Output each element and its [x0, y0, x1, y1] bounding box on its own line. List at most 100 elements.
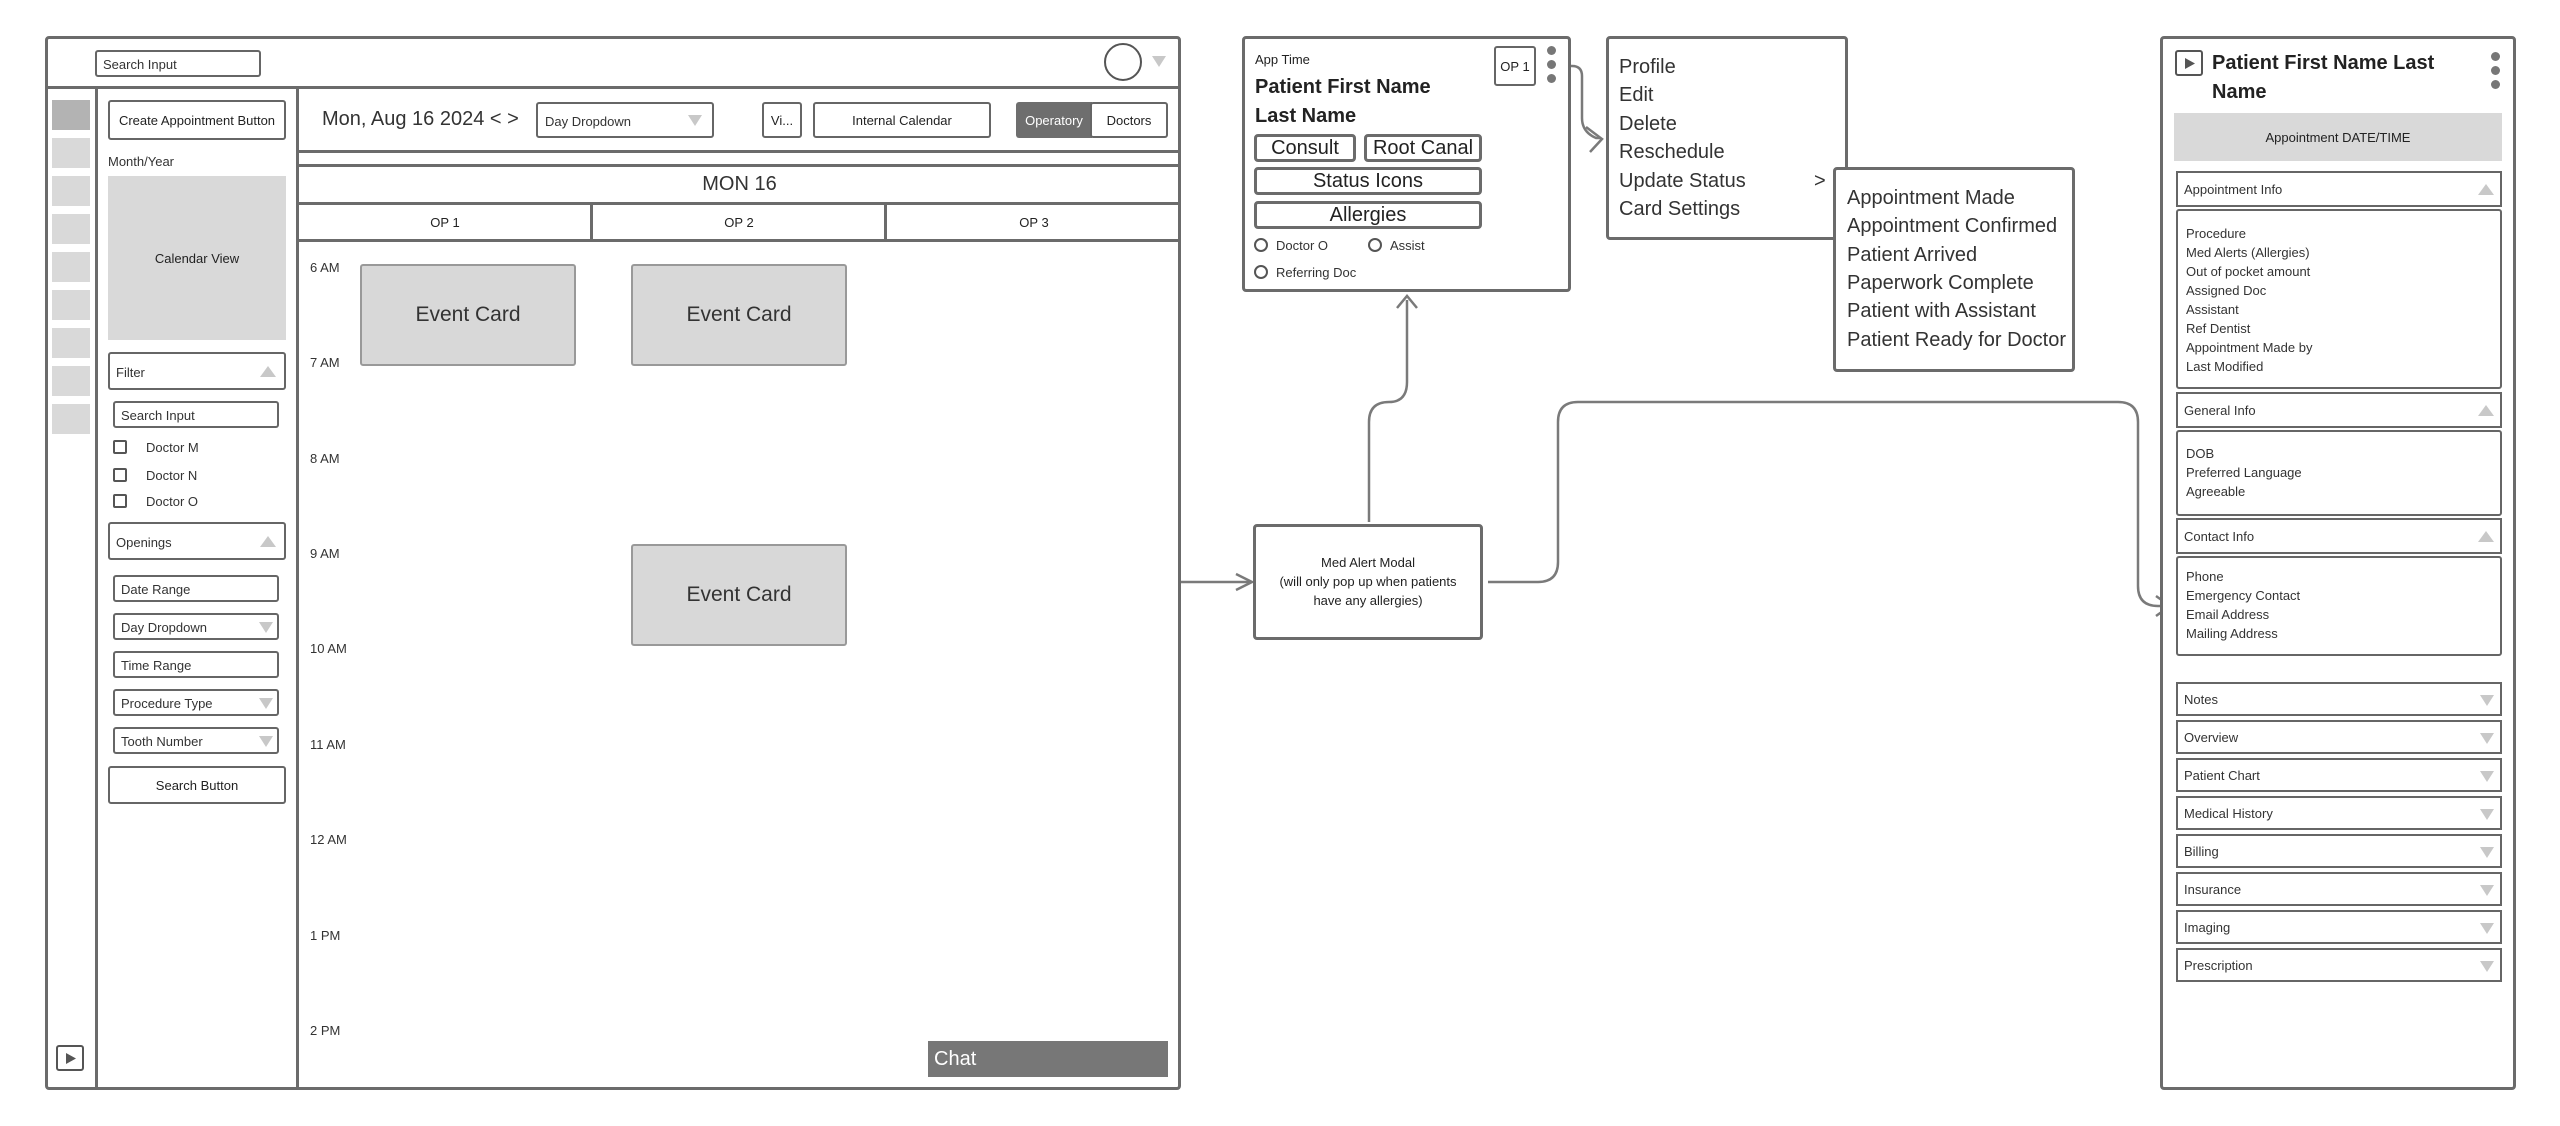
filter-search-placeholder: Search Input	[121, 408, 195, 423]
top-search-input[interactable]: Search Input	[95, 50, 261, 77]
search-button[interactable]: Search Button	[108, 766, 286, 804]
op-divider	[590, 205, 593, 239]
top-search-placeholder: Search Input	[103, 57, 177, 72]
nav-item[interactable]	[52, 328, 90, 358]
doctor-m-checkbox[interactable]	[113, 440, 127, 454]
appointment-datetime-label: Appointment DATE/TIME	[2265, 129, 2411, 145]
chevron-down-icon	[2480, 733, 2494, 744]
procedure-type-dropdown[interactable]: Procedure Type	[113, 689, 279, 716]
internal-calendar-button[interactable]: Internal Calendar	[813, 102, 991, 138]
event-card-label: Event Card	[686, 583, 792, 606]
collapse-panel-button[interactable]	[2175, 50, 2203, 76]
avatar[interactable]	[1104, 43, 1142, 81]
status-paperwork-complete[interactable]: Paperwork Complete	[1847, 272, 2034, 294]
event-card[interactable]: Event Card	[631, 544, 847, 646]
nav-item[interactable]	[52, 404, 90, 434]
filter-search-input[interactable]: Search Input	[113, 401, 279, 428]
menu-item-reschedule[interactable]: Reschedule	[1619, 141, 1725, 163]
op-badge-label: OP 1	[1500, 58, 1530, 74]
calendar-view[interactable]: Calendar View	[108, 176, 286, 340]
hour-label: 10 AM	[310, 641, 347, 656]
procedure-type-label: Procedure Type	[121, 696, 213, 711]
date-range-input[interactable]: Date Range	[113, 575, 279, 602]
accordion-patient-chart[interactable]: Patient Chart	[2176, 758, 2502, 792]
view-button[interactable]: Vi...	[762, 102, 802, 138]
chevron-down-icon	[259, 622, 273, 633]
kebab-menu-icon[interactable]	[2489, 50, 2503, 92]
procedure-tag-consult: Consult	[1254, 134, 1356, 162]
time-range-input[interactable]: Time Range	[113, 651, 279, 678]
hour-label: 12 AM	[310, 832, 347, 847]
accordion-label: Medical History	[2184, 806, 2273, 821]
event-card[interactable]: Event Card	[360, 264, 576, 366]
doctor-o-radio[interactable]	[1254, 238, 1268, 252]
status-appointment-confirmed[interactable]: Appointment Confirmed	[1847, 215, 2058, 237]
op2-header: OP 2	[724, 214, 754, 230]
accordion-overview[interactable]: Overview	[2176, 720, 2502, 754]
openings-header[interactable]: Openings	[108, 522, 286, 560]
accordion-appointment-info[interactable]: Appointment Info	[2176, 171, 2502, 207]
nav-item[interactable]	[52, 214, 90, 244]
op3-header: OP 3	[1019, 214, 1049, 230]
toggle-doctors[interactable]: Doctors	[1090, 102, 1168, 138]
avatar-chevron-down-icon[interactable]	[1152, 56, 1166, 67]
status-icons: Status Icons	[1254, 167, 1482, 195]
accordion-medical-history[interactable]: Medical History	[2176, 796, 2502, 830]
patient-last-name: Last Name	[1255, 105, 1357, 127]
accordion-label: Insurance	[2184, 882, 2242, 897]
date-navigator[interactable]: Mon, Aug 16 2024 < >	[322, 108, 519, 130]
chat-bar[interactable]: Chat	[928, 1041, 1168, 1077]
nav-item[interactable]	[52, 176, 90, 206]
accordion-contact-info[interactable]: Contact Info	[2176, 518, 2502, 554]
hour-label: 2 PM	[310, 1023, 341, 1038]
accordion-prescription[interactable]: Prescription	[2176, 948, 2502, 982]
expand-nav-button[interactable]	[56, 1045, 84, 1071]
arrowhead-menu	[1585, 126, 1604, 153]
status-appointment-made[interactable]: Appointment Made	[1847, 187, 2015, 209]
collapse-up-icon	[2478, 184, 2494, 195]
referring-doc-radio[interactable]	[1254, 265, 1268, 279]
day-dropdown-label: Day Dropdown	[545, 114, 631, 129]
info-line: Phone	[2186, 569, 2224, 584]
status-icons-label: Status Icons	[1312, 169, 1424, 192]
collapse-up-icon	[260, 366, 276, 377]
patient-name-line2: Name	[2212, 81, 2267, 103]
day-header: MON 16	[702, 173, 777, 195]
toggle-operatory[interactable]: Operatory	[1016, 102, 1092, 138]
day-dropdown[interactable]: Day Dropdown	[536, 102, 714, 138]
menu-item-update-status[interactable]: Update Status	[1619, 170, 1746, 192]
status-patient-ready-for-doctor[interactable]: Patient Ready for Doctor	[1847, 329, 2066, 351]
create-appointment-button[interactable]: Create Appointment Button	[108, 100, 286, 140]
appointment-info-body	[2176, 209, 2502, 389]
doctor-o-checkbox[interactable]	[113, 494, 127, 508]
menu-item-edit[interactable]: Edit	[1619, 84, 1654, 106]
contact-info-body	[2176, 556, 2502, 656]
nav-item[interactable]	[52, 290, 90, 320]
tooth-number-dropdown[interactable]: Tooth Number	[113, 727, 279, 754]
doctor-n-checkbox[interactable]	[113, 468, 127, 482]
openings-day-dropdown[interactable]: Day Dropdown	[113, 613, 279, 640]
accordion-general-info[interactable]: General Info	[2176, 392, 2502, 428]
accordion-imaging[interactable]: Imaging	[2176, 910, 2502, 944]
menu-item-card-settings[interactable]: Card Settings	[1619, 198, 1741, 220]
nav-item[interactable]	[52, 252, 90, 282]
assist-radio[interactable]	[1368, 238, 1382, 252]
doctor-n-label: Doctor N	[146, 468, 198, 483]
accordion-notes[interactable]: Notes	[2176, 682, 2502, 716]
status-patient-arrived[interactable]: Patient Arrived	[1847, 244, 1978, 266]
menu-item-profile[interactable]: Profile	[1619, 56, 1676, 78]
event-card-label: Event Card	[686, 303, 792, 326]
kebab-menu-icon[interactable]	[1545, 44, 1559, 86]
toggle-operatory-label: Operatory	[1025, 112, 1083, 128]
hour-label: 9 AM	[310, 546, 340, 561]
filter-header[interactable]: Filter	[108, 352, 286, 390]
accordion-billing[interactable]: Billing	[2176, 834, 2502, 868]
referring-doc-label: Referring Doc	[1276, 265, 1357, 280]
nav-item[interactable]	[52, 138, 90, 168]
accordion-insurance[interactable]: Insurance	[2176, 872, 2502, 906]
event-card[interactable]: Event Card	[631, 264, 847, 366]
nav-item-active[interactable]	[52, 100, 90, 130]
status-patient-with-assistant[interactable]: Patient with Assistant	[1847, 300, 2036, 322]
menu-item-delete[interactable]: Delete	[1619, 113, 1677, 135]
nav-item[interactable]	[52, 366, 90, 396]
